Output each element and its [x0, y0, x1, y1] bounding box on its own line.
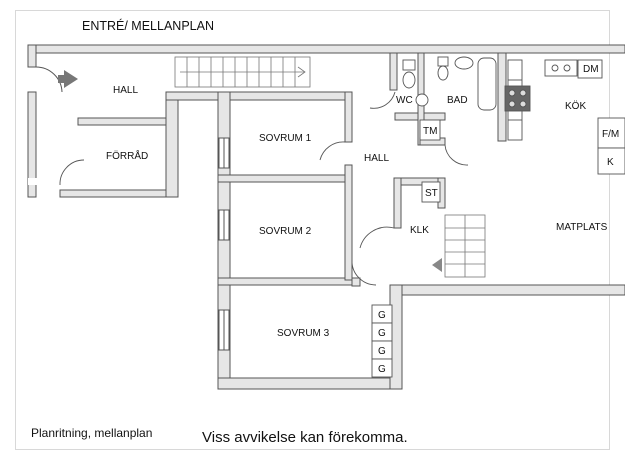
stairs-spiral [432, 214, 486, 278]
wardrobe-label: G [378, 346, 386, 357]
windows [218, 137, 230, 351]
label-dm: DM [583, 64, 599, 75]
wardrobe-label: G [378, 328, 386, 339]
room-klk: KLK [410, 225, 429, 236]
room-bad: BAD [447, 95, 468, 106]
room-kok: KÖK [565, 100, 586, 112]
room-hall-entry: HALL [113, 85, 138, 96]
room-matplats: MATPLATS [556, 222, 608, 233]
wardrobe-label: G [378, 310, 386, 321]
plan-title: ENTRÉ/ MELLANPLAN [82, 19, 214, 33]
label-tm: TM [423, 126, 437, 137]
entry-arrow [35, 66, 78, 93]
room-sovrum-3: SOVRUM 3 [277, 328, 330, 339]
disclaimer: Viss avvikelse kan förekomma. [202, 429, 408, 446]
plan-frame [15, 10, 610, 450]
plan-caption: Planritning, mellanplan [31, 426, 153, 440]
label-fm: F/M [602, 129, 619, 140]
room-wc: WC [396, 95, 413, 106]
room-sovrum-1: SOVRUM 1 [259, 133, 312, 144]
wardrobe-label: G [378, 364, 386, 375]
fixtures [402, 56, 625, 203]
label-st: ST [425, 188, 438, 199]
room-forrad: FÖRRÅD [106, 149, 148, 162]
stairs-top [174, 56, 311, 88]
wardrobe-column [371, 304, 393, 378]
doors [59, 91, 469, 286]
room-hall-center: HALL [364, 153, 389, 164]
label-k: K [607, 157, 614, 168]
room-sovrum-2: SOVRUM 2 [259, 226, 312, 237]
